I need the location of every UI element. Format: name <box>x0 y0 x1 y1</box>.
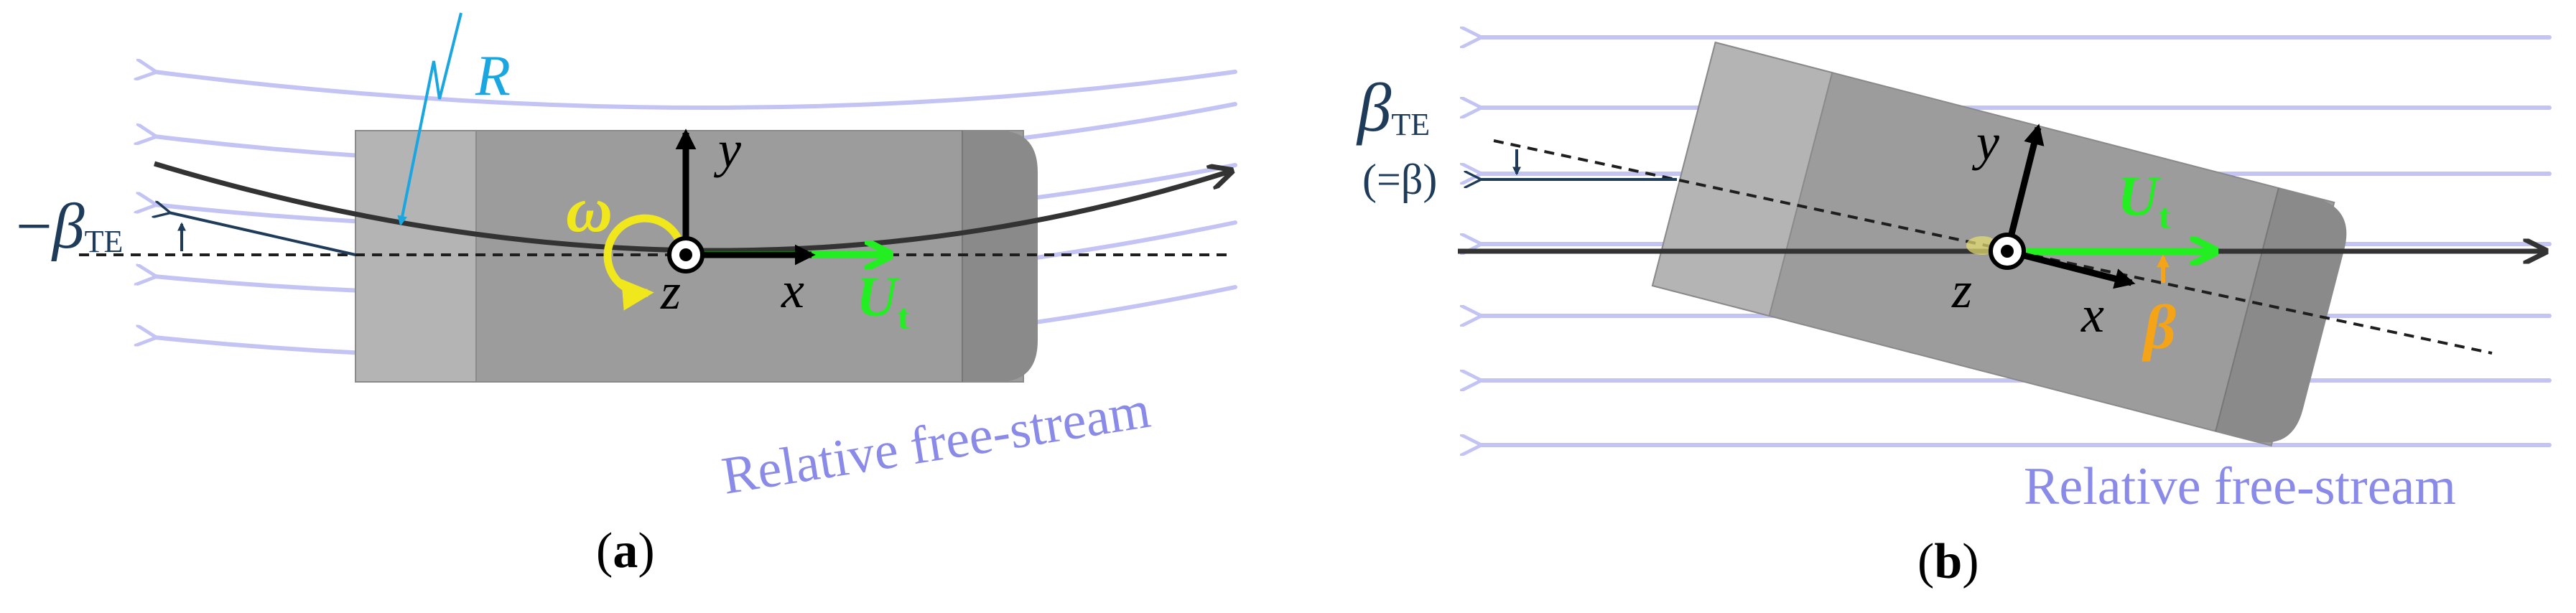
body-axes-a <box>667 128 816 273</box>
reference-dashed-line-b <box>1493 139 2493 355</box>
freestream-label-b: Relative free-stream <box>2024 457 2456 516</box>
velocity-label-a: Ut <box>856 266 910 337</box>
x-axis-arrow <box>2006 248 2136 289</box>
z-label-b: z <box>1951 261 1972 319</box>
body-axes-b <box>1966 123 2136 289</box>
beta-te-indicator-b <box>1479 149 1677 179</box>
beta-te-label-a: −βTE <box>16 191 123 262</box>
omega-label: ω <box>566 174 613 245</box>
beta-te-label-b: βTE <box>1356 70 1430 146</box>
freestream-lines-b <box>1479 37 2552 445</box>
z-label-a: z <box>660 263 681 320</box>
beta-te-indicator-a <box>169 212 356 256</box>
caption-b: (b) <box>1917 534 1979 589</box>
radius-lightning-icon <box>397 12 462 226</box>
y-label-a: y <box>713 121 741 178</box>
trajectory-curve-a <box>153 161 1232 253</box>
y-axis-arrow <box>2004 123 2045 253</box>
x-label-a: x <box>781 261 804 319</box>
caption-a: (a) <box>596 523 655 579</box>
radius-indicator: R <box>397 12 511 226</box>
panel-a: R ω y z x Ut −βTE Relative free-stream <box>16 12 1237 579</box>
freestream-label-a: Relative free-stream <box>718 380 1154 506</box>
radius-label: R <box>475 45 511 108</box>
freestream-line <box>154 72 1237 110</box>
panel-b: y z x Ut β βTE (=β) Relative free-stream… <box>1356 37 2552 589</box>
beta-equivalence-label-b: (=β) <box>1362 156 1437 203</box>
y-label-b: y <box>1971 113 1999 171</box>
omega-rotation-icon: ω <box>566 174 687 311</box>
x-label-b: x <box>2080 286 2104 343</box>
beta-label-b: β <box>2142 293 2176 362</box>
velocity-label-b: Ut <box>2117 165 2171 236</box>
body-tail-section <box>1651 41 1833 317</box>
